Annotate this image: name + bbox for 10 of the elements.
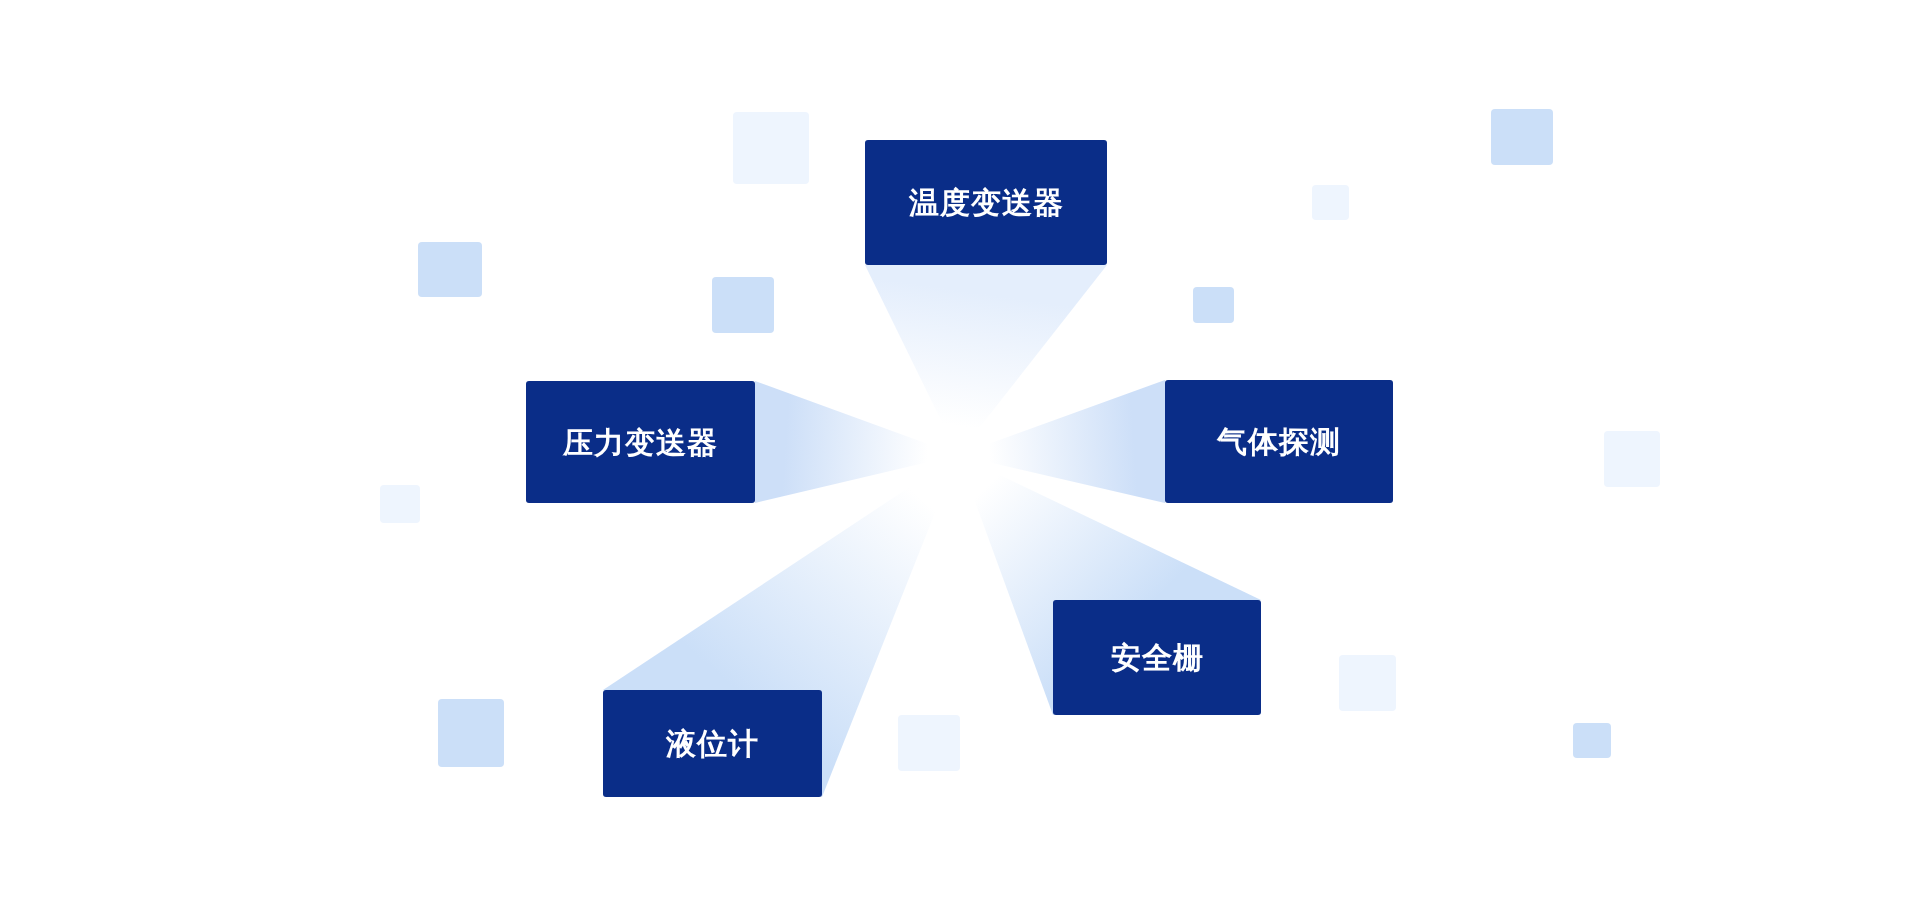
device-box — [865, 140, 1107, 265]
device-label: 气体探测 — [1217, 425, 1341, 458]
device-box — [603, 690, 822, 797]
device-box — [526, 381, 755, 503]
device-label: 温度变送器 — [908, 186, 1064, 219]
device-label: 液位计 — [666, 727, 759, 760]
device-label: 压力变送器 — [563, 425, 718, 459]
device-box — [1165, 380, 1393, 503]
device-label: 安全栅 — [1110, 641, 1204, 674]
device-box — [1053, 600, 1261, 715]
